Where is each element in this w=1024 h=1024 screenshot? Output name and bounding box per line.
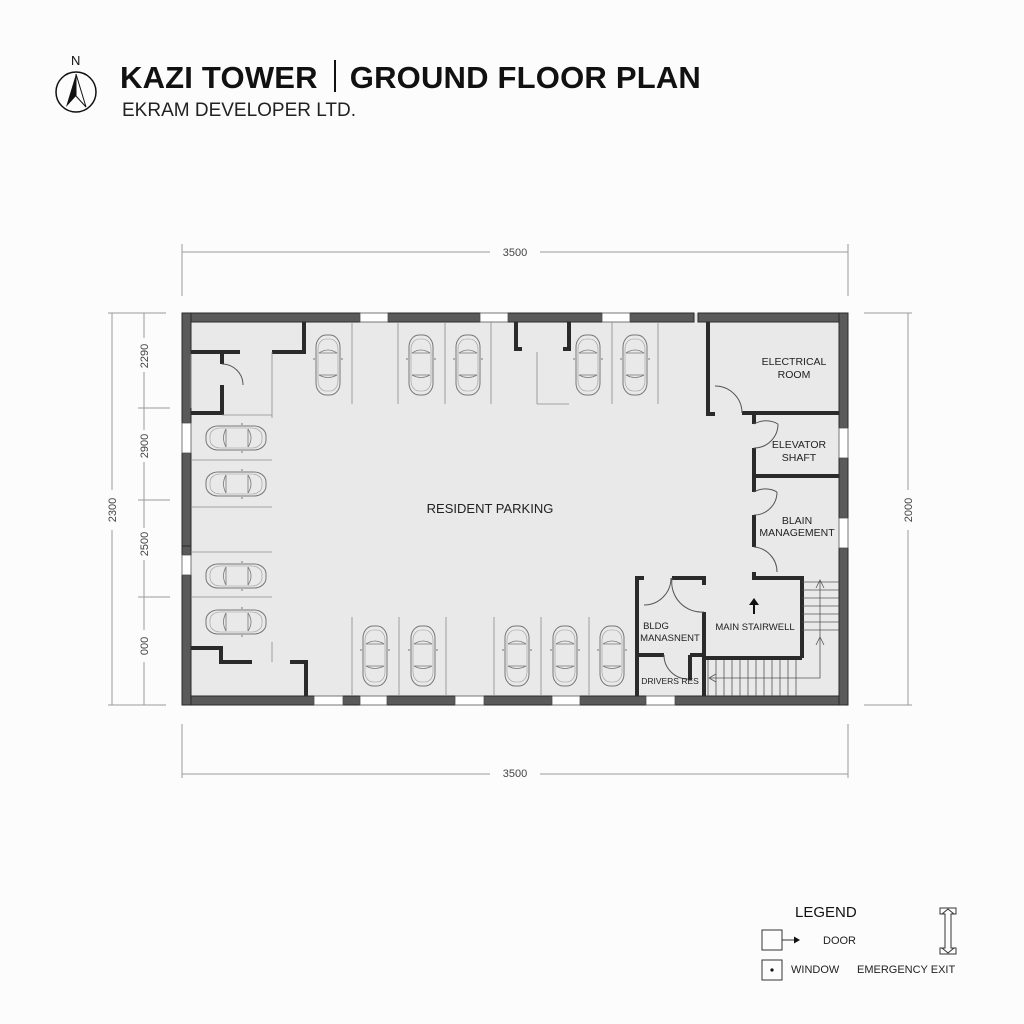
room-label-bldg: BLDG: [643, 621, 669, 632]
room-label-drivers-rest: DRIVERS RES: [641, 676, 699, 686]
stairs: [707, 579, 839, 696]
room-label-elevator: ELEVATOR: [772, 439, 827, 451]
dimension-left-seg-1: 2290: [139, 344, 151, 368]
dimension-bottom: [181, 724, 849, 778]
room-label-electrical: ELECTRICAL: [762, 356, 827, 368]
developer-name: EKRAM DEVELOPER LTD.: [122, 100, 357, 121]
legend: LEGEND DOOR WINDOW EMERGENCY EXIT: [760, 900, 980, 990]
room-label-stairwell: MAIN STAIRWELL: [715, 622, 794, 633]
room-label-resident-parking: RESIDENT PARKING: [427, 501, 554, 516]
dimension-left-total: 2300: [107, 498, 119, 522]
legend-door-label: DOOR: [823, 935, 856, 947]
room-label-electrical-2: ROOM: [778, 369, 811, 381]
room-label-elevator-2: SHAFT: [782, 452, 817, 464]
dimension-left: [108, 312, 170, 706]
dimension-top: [181, 244, 849, 296]
parking-stall-lines: [190, 322, 659, 696]
legend-emergency-exit-label: EMERGENCY EXIT: [857, 964, 956, 976]
title-separator: [333, 60, 336, 92]
dimension-bottom-label: 3500: [503, 768, 527, 780]
dimension-right: [864, 312, 912, 706]
dimension-left-seg-3: 2500: [139, 532, 151, 556]
project-name: KAZI TOWER: [120, 60, 318, 95]
compass-label: N: [71, 53, 80, 68]
legend-door-window-icons: [761, 929, 800, 981]
interior-walls: [191, 322, 839, 696]
room-label-bldg-2: MANASNENT: [640, 633, 700, 644]
drawing-title: GROUND FLOOR PLAN: [349, 60, 702, 95]
door-symbol-icon: [761, 929, 800, 951]
dimension-left-seg-4: 000: [139, 637, 151, 655]
room-label-blain-2: MANAGEMENT: [759, 527, 835, 539]
windows: [181, 312, 849, 706]
north-arrow-icon: N: [55, 53, 97, 113]
emergency-exit-icon: [939, 907, 957, 955]
page-title: KAZI TOWER GROUND FLOOR PLAN: [120, 60, 701, 96]
legend-title: LEGEND: [795, 904, 857, 921]
door-swings: [221, 363, 779, 680]
room-label-blain: BLAIN: [782, 515, 812, 527]
floor-slab: [182, 313, 848, 705]
dimension-right-label: 2000: [903, 498, 915, 522]
exterior-walls: [181, 312, 849, 706]
dimension-left-seg-2: 2900: [139, 434, 151, 458]
stair-up-arrow-icon: [749, 598, 759, 614]
window-symbol-icon: [761, 959, 783, 981]
dimension-top-label: 3500: [503, 247, 527, 259]
legend-window-label: WINDOW: [791, 964, 840, 976]
